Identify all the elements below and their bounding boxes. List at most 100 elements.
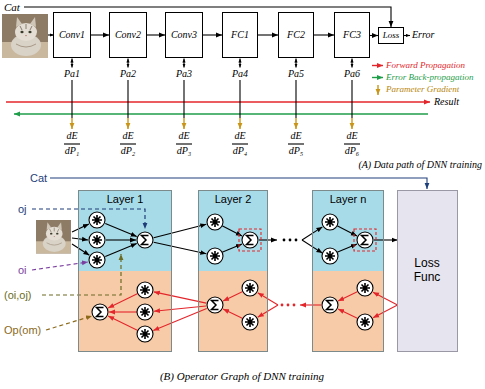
leader-line <box>46 316 92 330</box>
continuation-dots <box>287 304 290 307</box>
parameter-wire <box>288 143 304 144</box>
continuation-dots <box>283 239 286 242</box>
operator-symbol <box>92 304 108 320</box>
legend-sample <box>372 77 383 78</box>
continuation-dots <box>281 239 298 307</box>
operator-symbol <box>322 297 338 313</box>
layer-box: Conv3 <box>165 12 203 58</box>
parameter-label: Pa1 <box>63 68 81 80</box>
flow-arrow <box>258 34 278 35</box>
forward-arrow <box>72 244 89 255</box>
input-label: Cat <box>4 1 20 13</box>
parameter-wire <box>127 59 128 68</box>
parameter-wire <box>127 80 128 118</box>
continuation-dots <box>281 304 284 307</box>
gradient-numerator: dE <box>234 130 245 142</box>
parameter-wire <box>176 143 192 144</box>
backward-arrow <box>108 292 397 331</box>
highlight-box <box>239 229 261 251</box>
parameter-wire <box>351 80 352 118</box>
label-wire <box>50 178 427 189</box>
parameter-wire <box>120 143 136 144</box>
parameter-wire <box>232 143 248 144</box>
backward-arrow <box>300 304 321 305</box>
layer-title: Layer 2 <box>215 193 252 206</box>
parameter-wire <box>71 59 72 68</box>
loss-box: Loss <box>378 27 404 44</box>
operator-symbol <box>322 248 338 264</box>
leader-line <box>32 209 145 229</box>
forward-arrow <box>72 238 88 240</box>
operator-symbol <box>89 252 105 268</box>
flow-arrow <box>147 34 165 35</box>
annotation-label: (oi,oj) <box>4 289 32 301</box>
data-wire <box>404 35 410 36</box>
input-image <box>36 220 71 253</box>
flow-arrow <box>203 34 222 35</box>
operator-symbol <box>357 280 373 296</box>
backward-arrow <box>338 292 358 302</box>
input-image <box>2 14 48 58</box>
box-label: Conv2 <box>115 29 141 41</box>
propagation-line <box>14 113 428 115</box>
parameter-wire <box>239 118 240 129</box>
forward-arrow <box>259 239 277 240</box>
backward-arrow <box>108 294 138 309</box>
operator-symbol <box>357 232 373 248</box>
legend-sample <box>377 85 378 95</box>
propagation-line <box>6 101 430 103</box>
gradient-numerator: dE <box>66 130 77 142</box>
parameter-label: Pa3 <box>175 68 193 80</box>
operator-symbol <box>207 248 223 264</box>
box-label: FC1 <box>231 29 249 41</box>
forward-arrow <box>374 239 398 240</box>
gradient-numerator: dE <box>290 130 301 142</box>
input-label: Cat <box>30 172 47 184</box>
box-label: Conv3 <box>171 29 197 41</box>
layer-panel: Layer 1 <box>78 190 172 352</box>
layer-box: Conv2 <box>109 12 147 58</box>
parameter-wire <box>71 118 72 129</box>
layer-fill <box>312 190 384 271</box>
parameter-wire <box>239 59 240 68</box>
gradient-numerator: dE <box>178 130 189 142</box>
layer-fill <box>78 190 384 352</box>
box-label: Conv1 <box>59 29 85 41</box>
parameter-wire <box>183 59 184 68</box>
operator-symbol <box>242 280 258 296</box>
leader-line <box>32 209 145 330</box>
caption: (A) Data path of DNN training <box>358 159 482 171</box>
parameter-label: Pa6 <box>343 68 361 80</box>
parameter-wire <box>183 80 184 118</box>
layer-fill <box>312 271 384 352</box>
backward-arrow <box>223 292 243 302</box>
operator-symbol <box>89 232 105 248</box>
legend-text: Forward Propagation <box>386 60 465 71</box>
parameter-wire <box>344 143 360 144</box>
backward-arrow <box>373 292 398 305</box>
legend-sample <box>372 65 383 66</box>
operator-symbol <box>207 214 223 230</box>
highlight-box <box>239 229 376 251</box>
forward-arrow <box>105 224 136 237</box>
continuation-dots <box>289 239 292 242</box>
parameter-wire <box>295 59 296 68</box>
parameter-wire <box>64 143 80 144</box>
operator-symbol <box>89 212 373 342</box>
gradient-denominator: dP₂ <box>121 145 136 157</box>
layer-title: Layer n <box>330 193 367 206</box>
continuation-dots <box>295 239 298 242</box>
operator-symbol <box>89 212 105 228</box>
flow-arrow <box>91 34 109 35</box>
operator-symbol <box>357 314 373 330</box>
backward-arrow <box>373 305 398 318</box>
leader-line <box>42 254 121 295</box>
parameter-wire <box>351 118 352 129</box>
parameter-wire <box>239 80 240 118</box>
box-label: FC2 <box>287 29 305 41</box>
layer-box: FC1 <box>222 12 258 58</box>
annotation-label: oj <box>18 203 27 215</box>
parameter-wire <box>71 80 72 118</box>
parameter-wire <box>127 118 128 129</box>
parameter-label: Pa5 <box>287 68 305 80</box>
